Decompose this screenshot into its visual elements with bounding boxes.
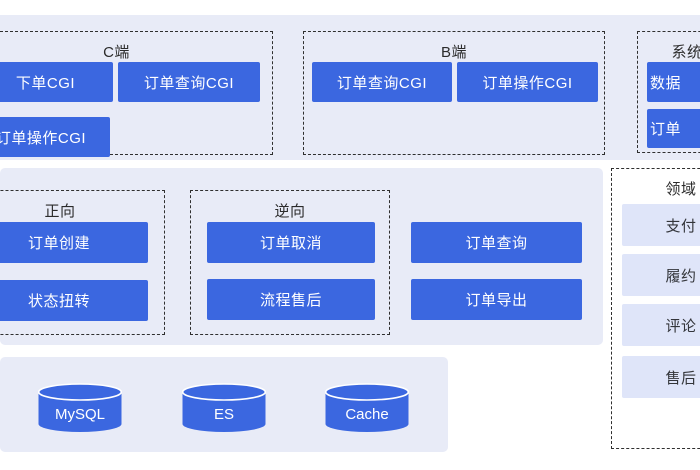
group-b-side-title: B端	[440, 44, 467, 61]
db-mysql-label: MySQL	[54, 405, 105, 423]
database-icon	[325, 383, 409, 432]
domain-item-review: 评论	[622, 304, 700, 346]
group-forward-title: 正向	[44, 203, 76, 220]
node-order-query: 订单查询	[411, 222, 582, 263]
db-es-label: ES	[213, 405, 234, 423]
group-c-side-title: C端	[103, 44, 130, 61]
node-order-export: 订单导出	[411, 279, 582, 320]
group-system-title: 系统	[671, 44, 700, 61]
group-b-side: B端	[303, 31, 605, 155]
group-forward: 正向	[0, 190, 165, 335]
node-order-operate-cgi-b: 订单操作CGI	[457, 62, 598, 102]
db-mysql: MySQL	[38, 383, 122, 433]
node-order-query-cgi-c: 订单查询CGI	[118, 62, 260, 102]
node-order-create: 订单创建	[0, 222, 148, 263]
node-status-transition: 状态扭转	[0, 280, 148, 321]
node-system-order: 订单	[647, 109, 700, 148]
group-c-side: C端	[0, 31, 273, 155]
db-es: ES	[182, 383, 266, 433]
node-order-cancel: 订单取消	[207, 222, 375, 263]
domain-item-aftersales: 售后	[622, 356, 700, 398]
database-icon	[182, 383, 266, 432]
domain-item-payment: 支付	[622, 204, 700, 246]
group-domain-title: 领域	[665, 181, 697, 198]
node-order-operate-cgi-c: 订单操作CGI	[0, 117, 110, 157]
node-system-data: 数据	[647, 62, 700, 102]
node-aftersales-flow: 流程售后	[207, 279, 375, 320]
node-order-query-cgi-b: 订单查询CGI	[312, 62, 452, 102]
node-place-order-cgi: 下单CGI	[0, 62, 113, 102]
db-cache-label: Cache	[345, 405, 389, 423]
group-system: 系统	[637, 31, 700, 153]
database-icon	[38, 383, 122, 432]
db-cache: Cache	[325, 383, 409, 433]
group-reverse-title: 逆向	[274, 203, 306, 220]
group-reverse: 逆向	[190, 190, 390, 335]
domain-item-fulfillment: 履约	[622, 254, 700, 296]
